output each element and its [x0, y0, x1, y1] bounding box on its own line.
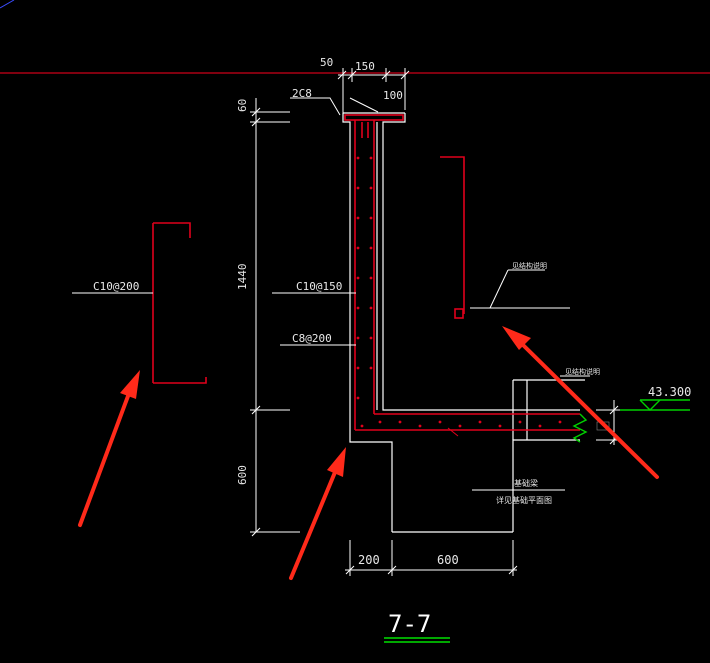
note-lower: 见结构说明	[565, 367, 600, 376]
left-dimension-group	[250, 98, 300, 537]
red-arrow-left	[78, 370, 140, 527]
dim-top-100: 100	[383, 89, 403, 102]
rebar-group	[152, 114, 580, 431]
label-top-bars: 2C8	[292, 87, 312, 100]
section-title: 7-7	[388, 610, 431, 638]
dim-top-150: 150	[355, 60, 375, 73]
dim-left-600: 600	[236, 465, 249, 485]
note-foundation-1: 基础梁	[514, 478, 538, 488]
label-wall-vertical: C10@150	[296, 280, 342, 293]
dim-left-1440: 1440	[236, 264, 249, 291]
red-arrow-right	[502, 326, 659, 479]
note-upper: 见结构说明	[512, 261, 547, 270]
green-break-line	[572, 413, 588, 443]
corner-construction-line	[0, 0, 15, 9]
dim-top-50: 50	[320, 56, 333, 69]
dim-left-60: 60	[236, 99, 249, 112]
leader-lines	[72, 97, 590, 491]
concrete-section-outline	[342, 112, 585, 533]
bottom-dimension-group	[345, 540, 518, 576]
note-foundation-2: 详见基础平面图	[496, 495, 552, 505]
rebar-hatch	[447, 427, 459, 437]
elevation-marker	[620, 399, 690, 411]
rebar-dots	[356, 156, 562, 428]
elevation-value: 43.300	[648, 385, 691, 399]
top-dimension-group	[337, 68, 410, 113]
label-detail-bar: C10@200	[93, 280, 139, 293]
dim-bottom-600: 600	[437, 553, 459, 567]
dim-bottom-200: 200	[358, 553, 380, 567]
red-arrow-middle	[289, 447, 346, 580]
label-wall-horizontal: C8@200	[292, 332, 332, 345]
